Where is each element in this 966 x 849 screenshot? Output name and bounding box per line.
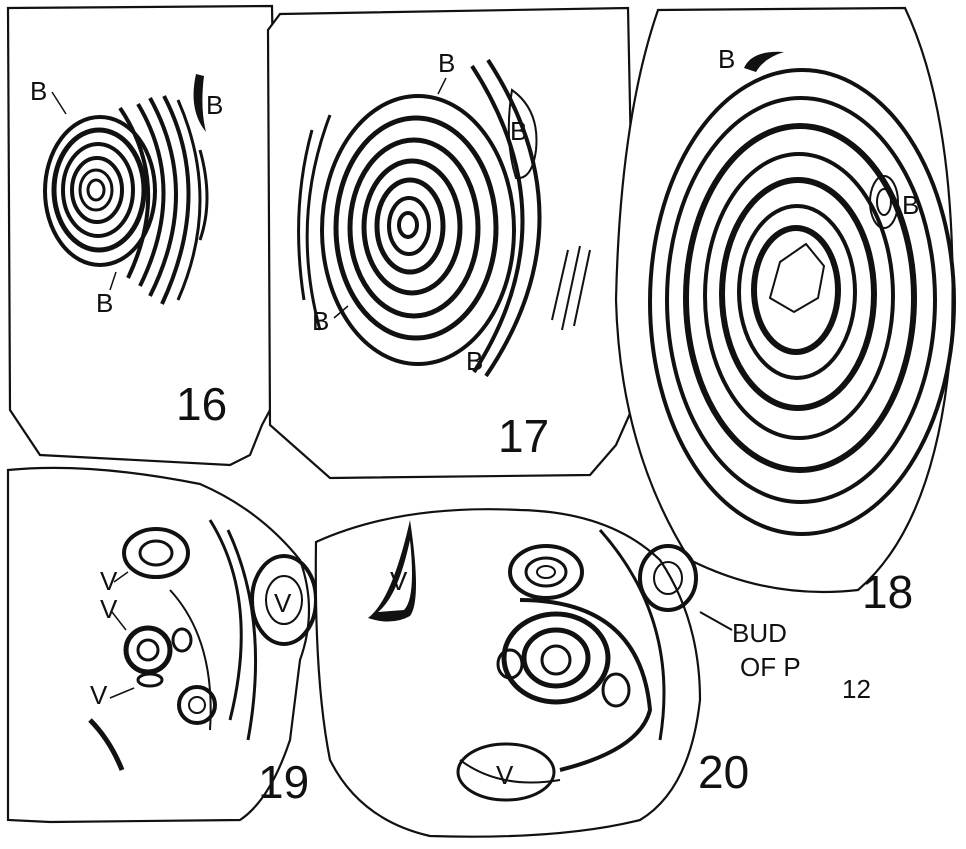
figure-16-number: 16 [176, 378, 227, 430]
figure-19-number: 19 [258, 756, 309, 808]
figure-16-label-b-2: B [206, 90, 223, 120]
figure-20-bud-label-line1: BUD [732, 618, 787, 648]
figure-17-number: 17 [498, 410, 549, 462]
figure-16-label-b-1: B [30, 76, 47, 106]
figure-20-bud-label-subscript: 12 [842, 674, 871, 704]
figure-16-label-b-3: B [96, 288, 113, 318]
figure-17-label-b-4: B [466, 346, 483, 376]
figure-17-label-b-2: B [510, 116, 527, 146]
figure-18-number: 18 [862, 566, 913, 618]
figure-20-label-v-1: V [390, 566, 408, 596]
figure-18: B B 18 [616, 8, 954, 618]
figure-17-label-b-1: B [438, 48, 455, 78]
figure-20-label-v-2: V [496, 760, 514, 790]
figure-20-bud-label-line2: OF P [740, 652, 801, 682]
figure-18-label-b-1: B [718, 44, 735, 74]
figure-16: B B B 16 [8, 6, 278, 465]
figure-19-label-v-4: V [274, 588, 292, 618]
figure-19-label-v-3: V [90, 680, 108, 710]
figure-19: V V V V 19 [8, 468, 316, 822]
figure-19-label-v-2: V [100, 594, 118, 624]
figure-18-label-b-2: B [902, 190, 919, 220]
figure-17-label-b-3: B [312, 306, 329, 336]
figure-17: B B B B 17 [268, 8, 636, 478]
figure-20-number: 20 [698, 746, 749, 798]
